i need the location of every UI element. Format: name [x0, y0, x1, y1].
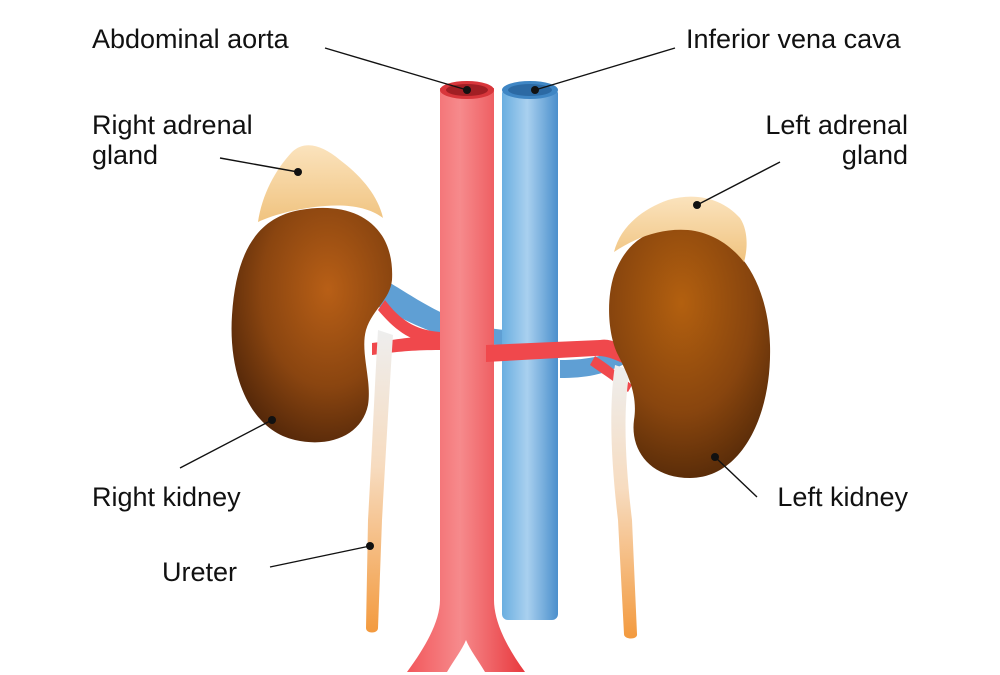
- label-ureter: Ureter: [162, 557, 238, 587]
- label-right-adrenal-gland: Right adrenal gland: [92, 110, 253, 170]
- left-kidney: [609, 228, 771, 478]
- left-adrenal-gland: [614, 196, 747, 262]
- label-left-kidney: Left kidney: [777, 482, 908, 512]
- leader-dots: [268, 86, 719, 550]
- leader-lines: [179, 47, 781, 568]
- left-ureter: [611, 365, 638, 639]
- label-right-adrenal-gland-line-1: Right adrenal: [92, 110, 253, 140]
- label-left-adrenal-gland-line-1: Left adrenal: [765, 110, 908, 140]
- label-abdominal-aorta: Abdominal aorta: [92, 24, 289, 54]
- label-left-adrenal-gland: Left adrenal gland: [765, 110, 908, 170]
- right-kidney: [231, 207, 393, 443]
- right-ureter: [366, 330, 393, 633]
- label-right-adrenal-gland-line-2: gland: [92, 140, 159, 170]
- label-left-adrenal-gland-line-2: gland: [841, 140, 908, 170]
- label-inferior-vena-cava: Inferior vena cava: [686, 24, 901, 54]
- right-adrenal-gland: [258, 145, 383, 222]
- ureters: [366, 330, 638, 639]
- label-right-kidney: Right kidney: [92, 482, 241, 512]
